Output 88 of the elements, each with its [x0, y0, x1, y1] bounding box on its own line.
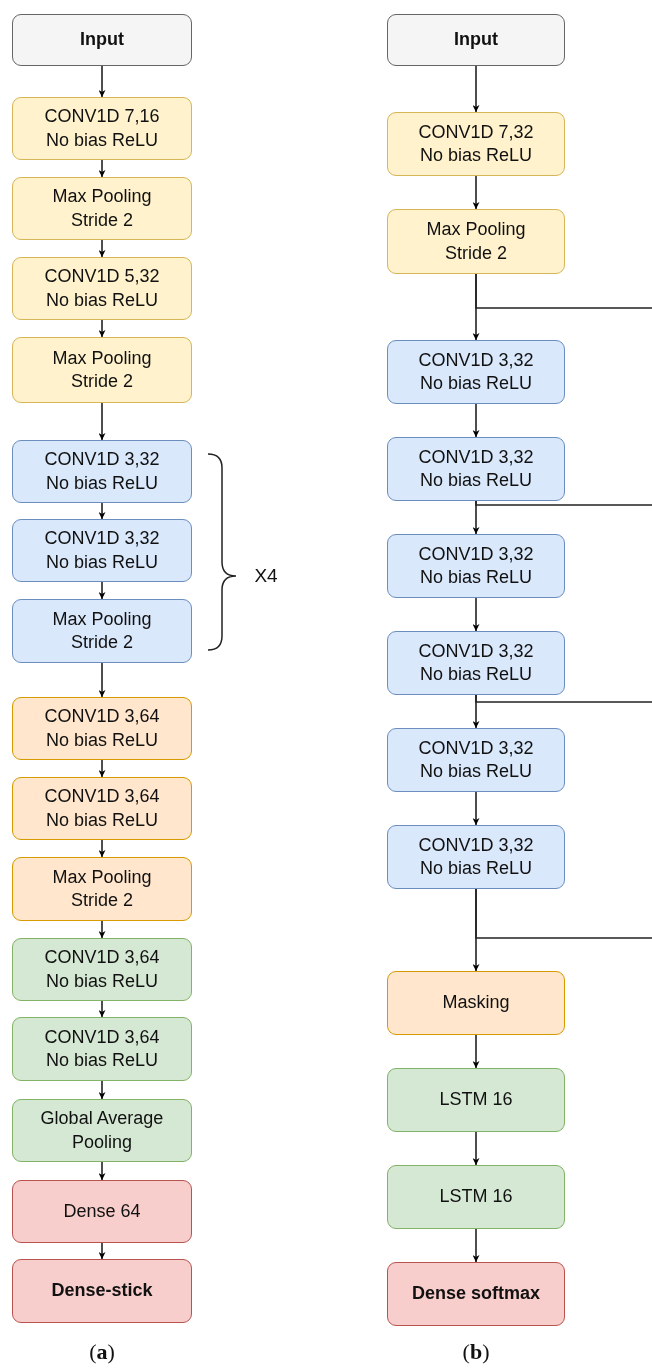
layer-label: CONV1D 3,64 No bias ReLU: [43, 785, 161, 832]
layer-label: Dense-stick: [51, 1279, 153, 1303]
layer-box: [12, 1180, 192, 1243]
arrow: [98, 319, 106, 338]
arrow: [472, 175, 480, 210]
layer-box: [387, 534, 565, 598]
layer-label: Max Pooling Stride 2: [51, 346, 153, 393]
layer-label: LSTM 16: [439, 1088, 513, 1112]
layer-label: CONV1D 7,32 No bias ReLU: [417, 120, 535, 167]
arrow: [472, 1228, 480, 1263]
arrow: [98, 65, 106, 98]
layer-box: [12, 440, 192, 503]
repeat-label: X4: [254, 565, 278, 587]
layer-box: [387, 14, 565, 66]
panel-label: (b): [462, 1339, 490, 1365]
arrow: [472, 597, 480, 632]
layer-box: [12, 257, 192, 320]
arrow: [472, 1131, 480, 1166]
layer-box: [12, 1099, 192, 1162]
layer-box: [387, 340, 565, 404]
arrow: [472, 791, 480, 826]
layer-box: [12, 14, 192, 66]
layer-label: CONV1D 3,32 No bias ReLU: [417, 348, 535, 395]
layer-box: [12, 1259, 192, 1323]
layer-box: [387, 209, 565, 274]
layer-box: [12, 857, 192, 921]
arrow: [472, 403, 480, 438]
layer-box: [387, 728, 565, 792]
layer-box: [12, 97, 192, 160]
layer-label: CONV1D 3,32 No bias ReLU: [417, 833, 535, 880]
arrow: [472, 1034, 480, 1069]
layer-box: [387, 1068, 565, 1132]
arrow: [98, 1080, 106, 1100]
layer-box: [387, 437, 565, 501]
branch-line: [475, 500, 652, 506]
layer-label: CONV1D 3,32 No bias ReLU: [417, 445, 535, 492]
layer-label: Input: [454, 28, 498, 52]
layer-label: CONV1D 3,64 No bias ReLU: [43, 1025, 161, 1072]
layer-box: [387, 631, 565, 695]
arrow: [98, 920, 106, 939]
branch-line: [475, 694, 652, 703]
layer-label: LSTM 16: [439, 1185, 513, 1209]
layer-box: [12, 1017, 192, 1081]
layer-label: CONV1D 3,32 No bias ReLU: [43, 527, 161, 574]
layer-box: [387, 1262, 565, 1326]
layer-label: Max Pooling Stride 2: [425, 218, 527, 265]
layer-box: [387, 1165, 565, 1229]
layer-label: CONV1D 7,16 No bias ReLU: [43, 105, 161, 152]
layer-box: [12, 697, 192, 760]
layer-label: Max Pooling Stride 2: [51, 185, 153, 232]
layer-box: [12, 177, 192, 240]
layer-label: CONV1D 3,32 No bias ReLU: [43, 448, 161, 495]
branch-line: [475, 273, 652, 309]
layer-label: Dense 64: [63, 1199, 141, 1223]
layer-box: [12, 938, 192, 1001]
arrow: [98, 159, 106, 178]
arrow: [98, 839, 106, 858]
arrow: [98, 759, 106, 778]
layer-box: [387, 971, 565, 1035]
layer-box: [387, 112, 565, 176]
layer-label: CONV1D 3,64 No bias ReLU: [43, 946, 161, 993]
arrow: [98, 1161, 106, 1181]
layer-label: Masking: [442, 991, 510, 1015]
arrow: [98, 1242, 106, 1260]
arrow: [98, 581, 106, 600]
layer-label: CONV1D 3,64 No bias ReLU: [43, 705, 161, 752]
layer-label: CONV1D 3,32 No bias ReLU: [417, 542, 535, 589]
branch-line: [475, 888, 652, 939]
layer-box: [12, 777, 192, 840]
layer-box: [12, 337, 192, 403]
layer-box: [12, 519, 192, 582]
layer-box: [12, 599, 192, 663]
layer-label: CONV1D 3,32 No bias ReLU: [417, 639, 535, 686]
arrow: [98, 239, 106, 258]
layer-label: CONV1D 5,32 No bias ReLU: [43, 265, 161, 312]
arrow: [472, 65, 480, 113]
arrow: [98, 502, 106, 520]
arrow: [98, 1000, 106, 1018]
layer-label: Global Average Pooling: [39, 1107, 165, 1154]
panel-label: (a): [89, 1339, 115, 1365]
arrow: [98, 662, 106, 698]
layer-label: CONV1D 3,32 No bias ReLU: [417, 736, 535, 783]
layer-label: Input: [80, 28, 124, 52]
layer-box: [387, 825, 565, 889]
layer-label: Dense softmax: [411, 1282, 541, 1306]
layer-label: Max Pooling Stride 2: [51, 865, 153, 912]
layer-label: Max Pooling Stride 2: [51, 607, 153, 654]
arrow: [98, 402, 106, 441]
